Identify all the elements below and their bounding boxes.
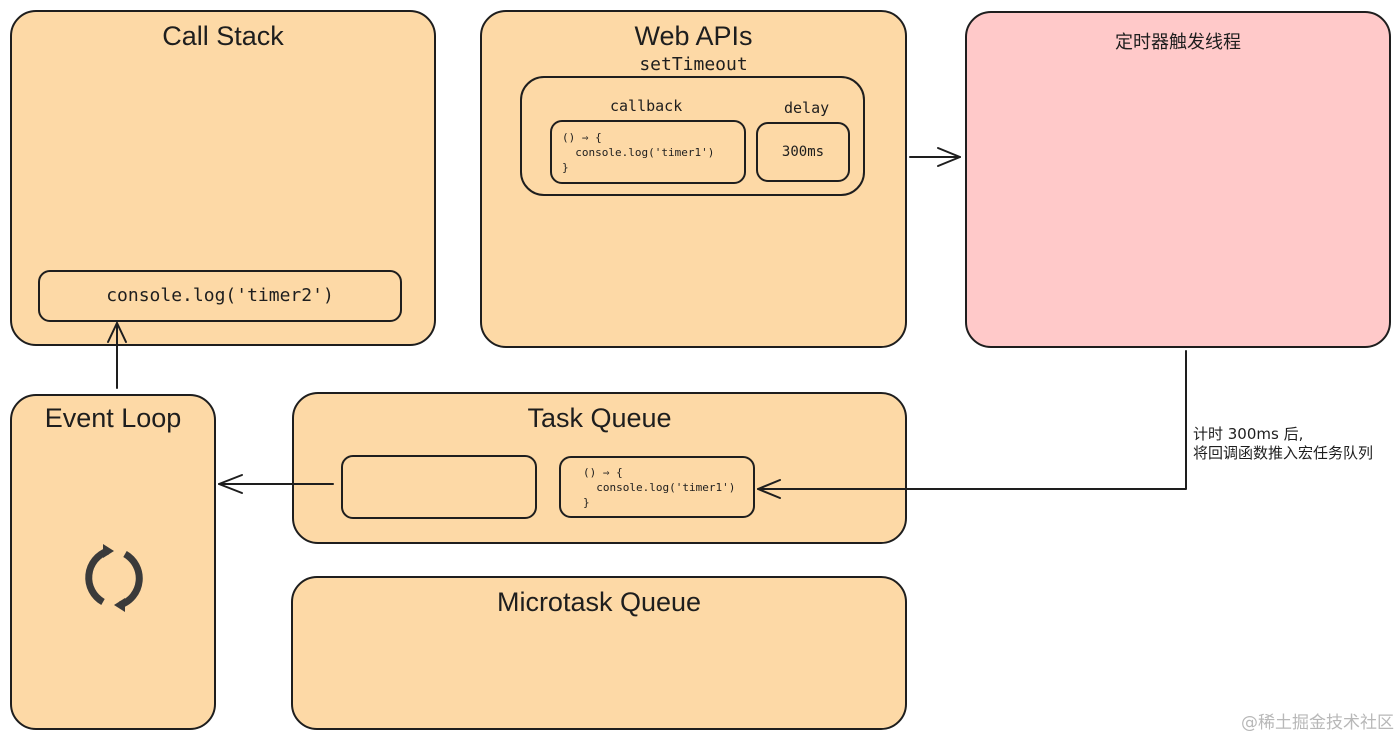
call-stack-entry: console.log('timer2') <box>38 270 402 322</box>
arrow-timer-thread-to-task-queue <box>757 350 1187 499</box>
arrow-task-queue-to-event-loop <box>218 474 334 494</box>
delay-value: 300ms <box>781 144 825 160</box>
web-apis-title: Web APIs <box>634 21 753 51</box>
callback-box: () ⇒ { console.log('timer1') } <box>550 120 746 184</box>
delay-label: delay <box>784 99 830 117</box>
task-slot-timer1: () ⇒ { console.log('timer1') } <box>559 456 755 518</box>
call-stack-entry-text: console.log('timer2') <box>106 285 334 306</box>
timer-note-line2: 将回调函数推入宏任务队列 <box>1193 444 1374 462</box>
timer-thread-panel: 定时器触发线程 <box>965 11 1391 348</box>
set-timeout-group: callback delay () ⇒ { console.log('timer… <box>520 76 865 196</box>
watermark: @稀土掘金技术社区 <box>1241 713 1394 733</box>
timer-note-line1: 计时 300ms 后, <box>1193 425 1304 443</box>
refresh-icon <box>85 544 143 612</box>
event-loop-panel: Event Loop <box>10 394 216 730</box>
delay-box: 300ms <box>756 122 850 182</box>
event-loop-title: Event Loop <box>44 403 182 433</box>
arrow-event-loop-to-call-stack <box>107 322 127 389</box>
timer-thread-title: 定时器触发线程 <box>1115 32 1241 53</box>
task-queue-title: Task Queue <box>527 403 672 433</box>
microtask-queue-title: Microtask Queue <box>496 587 702 617</box>
task-code: () ⇒ { console.log('timer1') } <box>583 466 736 509</box>
call-stack-panel: Call Stack console.log('timer2') <box>10 10 436 346</box>
microtask-queue-panel: Microtask Queue <box>291 576 907 730</box>
web-apis-panel: Web APIs setTimeout callback delay () ⇒ … <box>480 10 907 348</box>
set-timeout-label: setTimeout <box>639 54 748 75</box>
callback-label: callback <box>610 97 683 115</box>
task-queue-panel: Task Queue () ⇒ { console.log('timer1') … <box>292 392 907 544</box>
callback-code: () ⇒ { console.log('timer1') } <box>562 131 715 174</box>
task-slot-empty <box>341 455 537 519</box>
call-stack-title: Call Stack <box>162 21 284 51</box>
arrow-webapis-to-timer-thread <box>909 147 961 167</box>
